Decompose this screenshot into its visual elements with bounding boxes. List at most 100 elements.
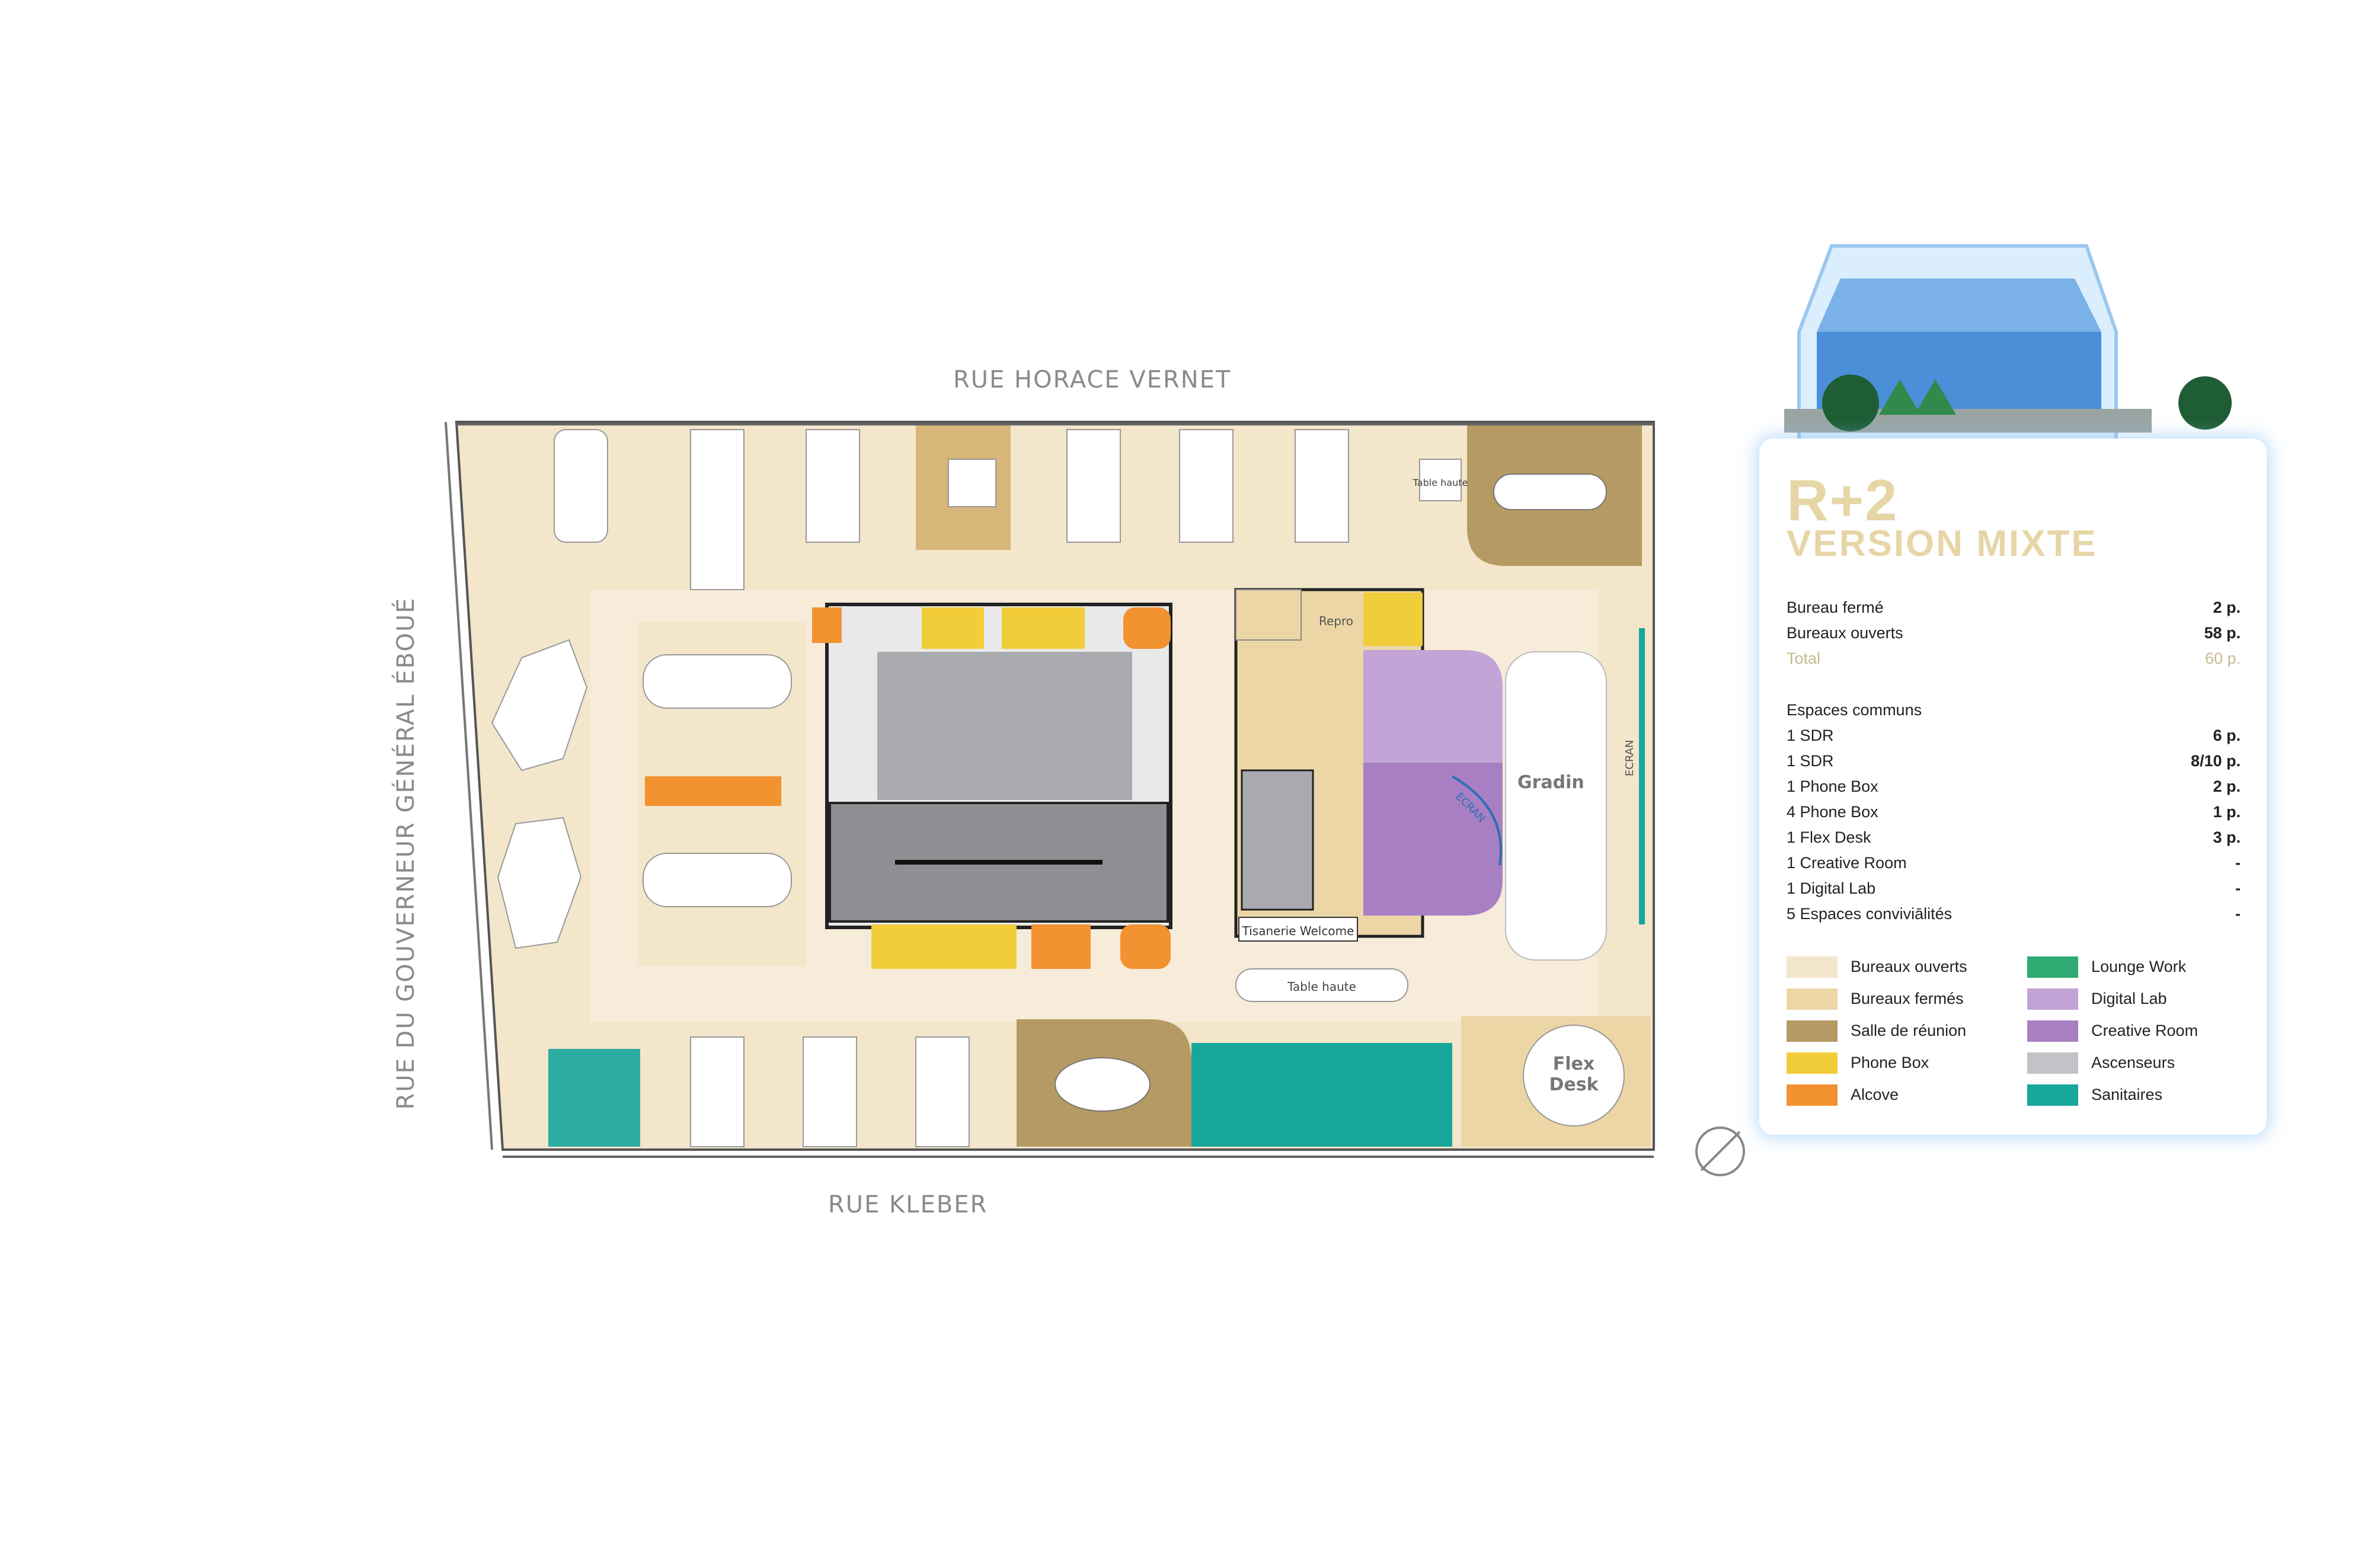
row-value: 8/10 p. [2190,752,2241,770]
phone-box [922,607,984,649]
street-west: RUE DU GOUVERNEUR GÉNÉRAL ÉBOUÉ [392,597,420,1110]
legend-label: Bureaux fermés [1851,990,1964,1007]
common-row: 4 Phone Box 1 p. [1787,803,2241,827]
gradin [1505,651,1607,961]
row-value: 2 p. [2213,599,2241,616]
street-south: RUE KLEBER [828,1191,988,1218]
meeting-table-s [1055,1057,1151,1112]
tisanerie [1238,917,1358,942]
legend-label: Sanitaires [2091,1086,2163,1103]
flex-label: Flex [1553,1054,1594,1074]
version-title: VERSION MIXTE [1787,523,2098,564]
offices-row: Bureau fermé 2 p. [1787,599,2241,622]
digital-lab [1363,650,1503,763]
legend-swatch [1787,1052,1838,1074]
table-haute-top-label: Table haute [1413,477,1468,488]
legend-label: Lounge Work [2091,958,2187,975]
desk-label: Desk [1549,1074,1599,1095]
row-label: 1 Creative Room [1787,854,1907,872]
sanitaires [1191,1043,1452,1147]
phone-box-east [1363,593,1423,646]
ecran-side-label: ECRAN [1624,740,1636,777]
row-label: 1 Digital Lab [1787,879,1876,897]
legend-swatch [1787,1084,1838,1106]
legend-label: Creative Room [2091,1022,2199,1039]
total-row: Total 60 p. [1787,649,2241,673]
greenhouse-illustration [1784,244,2232,446]
table-haute-bottom-label: Table haute [1287,980,1356,994]
ecran-curve [1451,775,1503,866]
repro-room [1235,589,1302,641]
flex-desk-table [1523,1025,1625,1127]
alcove [1123,607,1171,649]
alcove-west [645,776,781,806]
phone-box [871,924,940,969]
row-value: 1 p. [2213,803,2241,821]
legend-label: Salle de réunion [1851,1022,1967,1039]
row-label: 1 Flex Desk [1787,828,1871,846]
legend-swatch [2027,956,2078,978]
row-label: Total [1787,649,1821,667]
street-north: RUE HORACE VERNET [953,366,1232,393]
common-row: 5 Espaces conviviālités - [1787,905,2241,929]
common-row: 1 SDR 6 p. [1787,727,2241,750]
alcove [1120,924,1171,969]
legend-label: Digital Lab [2091,990,2167,1007]
row-label: 1 Phone Box [1787,777,1878,795]
meeting-table-ne [1493,473,1607,510]
legend-swatch [2027,988,2078,1010]
row-label: Bureau fermé [1787,599,1884,616]
legend-panel: R+2 VERSION MIXTE Bureau fermé 2 p. Bure… [1759,439,2267,1135]
ecran-wall [1639,628,1645,924]
row-label: 1 SDR [1787,727,1834,744]
lounge-work [548,1049,640,1147]
common-heading: Espaces communs [1787,701,1922,719]
legend-swatch [2027,1052,2078,1074]
row-value: - [2235,854,2241,872]
gradin-label: Gradin [1517,772,1584,793]
phone-box [940,924,1017,969]
legend-swatch [1787,988,1838,1010]
creative-room [1363,763,1503,916]
legend-label: Bureaux ouverts [1851,958,1967,975]
row-value: - [2235,905,2241,923]
common-row: 1 Phone Box 2 p. [1787,777,2241,801]
legend-label: Ascenseurs [2091,1054,2175,1071]
row-label: 5 Espaces conviviālités [1787,905,1953,923]
alcove [812,607,842,643]
office-desk [948,459,996,507]
offices-row: Bureaux ouverts 58 p. [1787,624,2241,648]
common-row: 1 Flex Desk 3 p. [1787,828,2241,852]
row-value: 6 p. [2213,727,2241,744]
lounge-clusters [491,639,588,949]
legend-label: Phone Box [1851,1054,1929,1071]
legend-swatch [2027,1084,2078,1106]
legend-label: Alcove [1851,1086,1899,1103]
tisanerie-label: Tisanerie Welcome [1242,924,1354,938]
row-value: 3 p. [2213,828,2241,846]
row-value: 2 p. [2213,777,2241,795]
row-value: 58 p. [2204,624,2241,642]
alcove [1031,924,1091,969]
north-arrow [1695,1127,1745,1176]
row-value: - [2235,879,2241,897]
legend-swatch [1787,956,1838,978]
desk-clusters [554,429,1349,1147]
legend-swatch [1787,1020,1838,1042]
legend-swatch [2027,1020,2078,1042]
floor-title: R+2 [1787,468,1899,533]
common-row: 1 SDR 8/10 p. [1787,752,2241,776]
north-arrow-needle [1700,1131,1741,1172]
service-lift [1241,769,1314,911]
row-label: 4 Phone Box [1787,803,1878,821]
table-haute-top [1419,459,1462,501]
repro-label: Repro [1319,614,1353,628]
table-haute-bottom [1235,968,1408,1002]
row-label: Bureaux ouverts [1787,624,1903,642]
row-label: 1 SDR [1787,752,1834,770]
lifts [877,652,1132,800]
row-value: 60 p. [2204,649,2241,667]
common-row: 1 Digital Lab - [1787,879,2241,903]
phone-box [1002,607,1085,649]
